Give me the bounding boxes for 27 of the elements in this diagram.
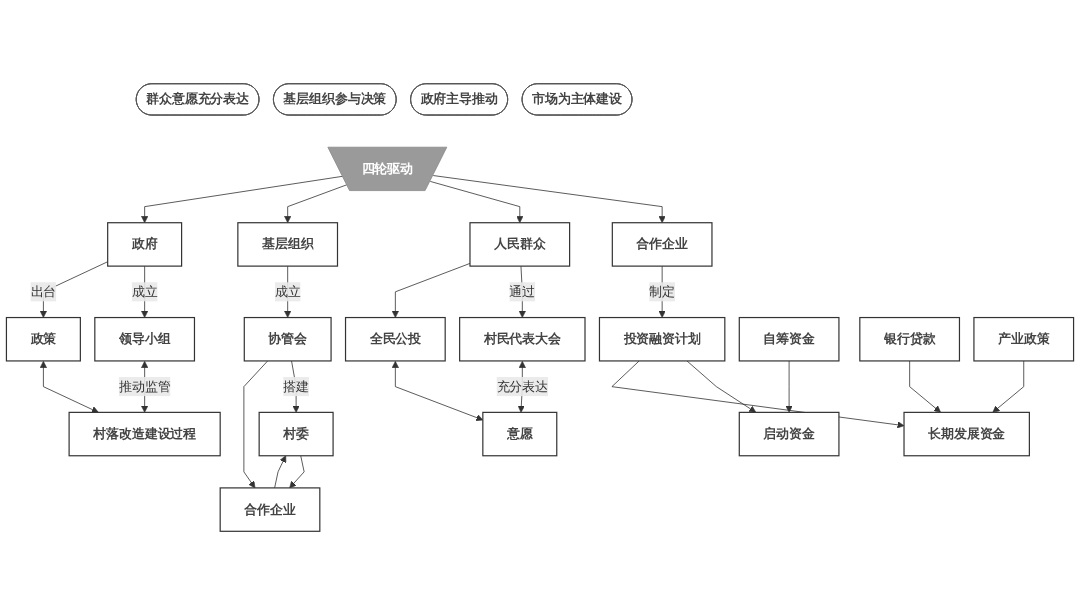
edge-label: 充分表达 <box>496 378 549 394</box>
node-box: 产业政策 <box>973 316 1075 362</box>
node-box: 政府 <box>107 222 183 267</box>
edge-label: 搭建 <box>283 378 309 394</box>
node-box: 领导小组 <box>94 316 196 362</box>
edge-label: 成立 <box>274 283 301 300</box>
node-box: 启动资金 <box>738 411 840 457</box>
edge-label: 制定 <box>649 283 675 300</box>
edge-label: 通过 <box>509 283 536 300</box>
node-box: 合作企业 <box>219 487 321 532</box>
node-box: 长期发展资金 <box>903 411 1030 457</box>
edge-label: 成立 <box>131 283 158 300</box>
edge-label: 出台 <box>30 283 57 300</box>
node-box: 政策 <box>5 316 81 362</box>
node-box: 人民群众 <box>469 222 571 267</box>
node-box: 自筹资金 <box>738 316 840 362</box>
node-box: 村民代表大会 <box>459 316 586 362</box>
node-box: 投资融资计划 <box>598 316 726 362</box>
node-box: 村委 <box>258 411 334 457</box>
node-box: 基层组织 <box>237 222 339 267</box>
node-box: 协管会 <box>243 316 332 362</box>
node-box: 村落改造建设过程 <box>68 411 221 457</box>
node-box: 银行贷款 <box>859 316 961 362</box>
node-box: 全民公投 <box>344 316 446 362</box>
edge-label: 推动监管 <box>118 378 171 394</box>
node-box: 意愿 <box>482 411 558 457</box>
node-box: 合作企业 <box>611 222 713 267</box>
